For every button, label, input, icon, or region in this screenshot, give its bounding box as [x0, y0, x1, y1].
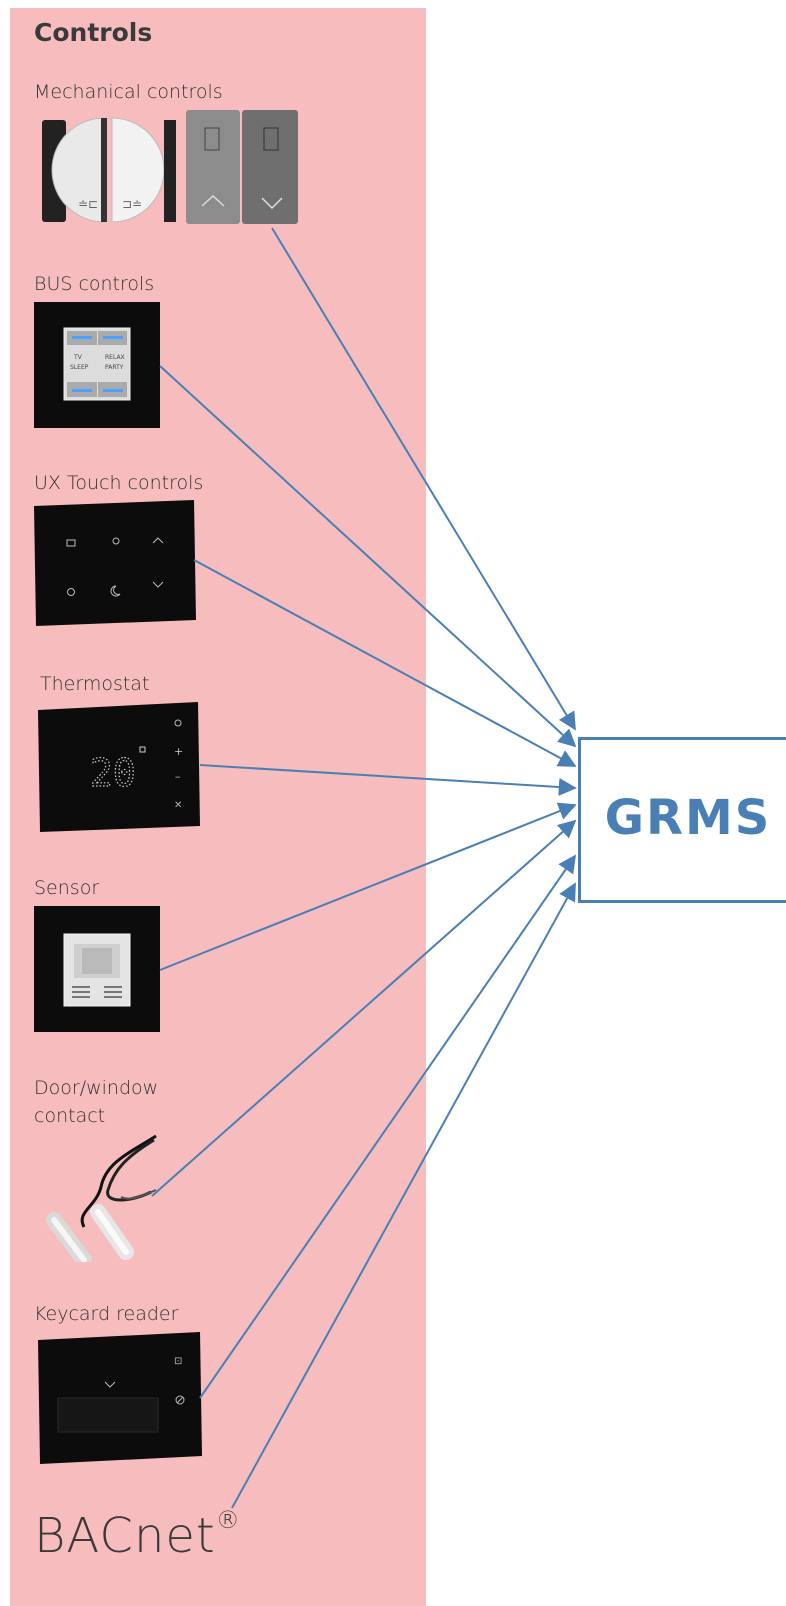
controls-heading: Controls: [34, 18, 153, 47]
thermostat-display: 20: [90, 751, 136, 795]
label-door-window-line2: contact: [34, 1105, 106, 1127]
svg-text:≐⊏: ≐⊏: [78, 197, 98, 211]
bus-key-relax: RELAX: [105, 354, 125, 361]
svg-text:✕: ✕: [174, 800, 182, 811]
bacnet-text: BACnet: [34, 1508, 216, 1564]
mechanical-controls-image: ≐⊏ ⊐≐: [42, 110, 298, 224]
sensor-image: [34, 906, 160, 1032]
label-bus-controls: BUS controls: [34, 273, 155, 295]
label-keycard-reader: Keycard reader: [34, 1303, 179, 1325]
keycard-reader-image: ⊡: [38, 1332, 202, 1464]
bus-key-tv: TV: [73, 354, 83, 361]
thermostat-image: 20 + – ✕: [38, 702, 200, 832]
label-door-window-line1: Door/window: [34, 1077, 159, 1099]
svg-text:⊐≐: ⊐≐: [122, 197, 142, 211]
label-mechanical-controls: Mechanical controls: [34, 81, 223, 103]
grms-box: GRMS: [578, 737, 786, 903]
bus-controls-image: TV RELAX SLEEP PARTY: [34, 302, 160, 428]
bacnet-logo: BACnet®: [34, 1506, 241, 1564]
grms-label: GRMS: [604, 790, 772, 846]
label-thermostat: Thermostat: [40, 673, 150, 695]
svg-text:⊡: ⊡: [174, 1356, 182, 1367]
bus-key-party: PARTY: [105, 364, 124, 371]
bus-key-sleep: SLEEP: [70, 364, 89, 371]
label-sensor: Sensor: [34, 877, 100, 899]
ux-touch-controls-image: [34, 500, 196, 626]
door-window-contact-image: [46, 1134, 157, 1262]
label-ux-touch-controls: UX Touch controls: [34, 472, 204, 494]
registered-mark: ®: [215, 1506, 241, 1534]
svg-text:+: +: [174, 745, 183, 758]
svg-text:–: –: [175, 770, 181, 783]
